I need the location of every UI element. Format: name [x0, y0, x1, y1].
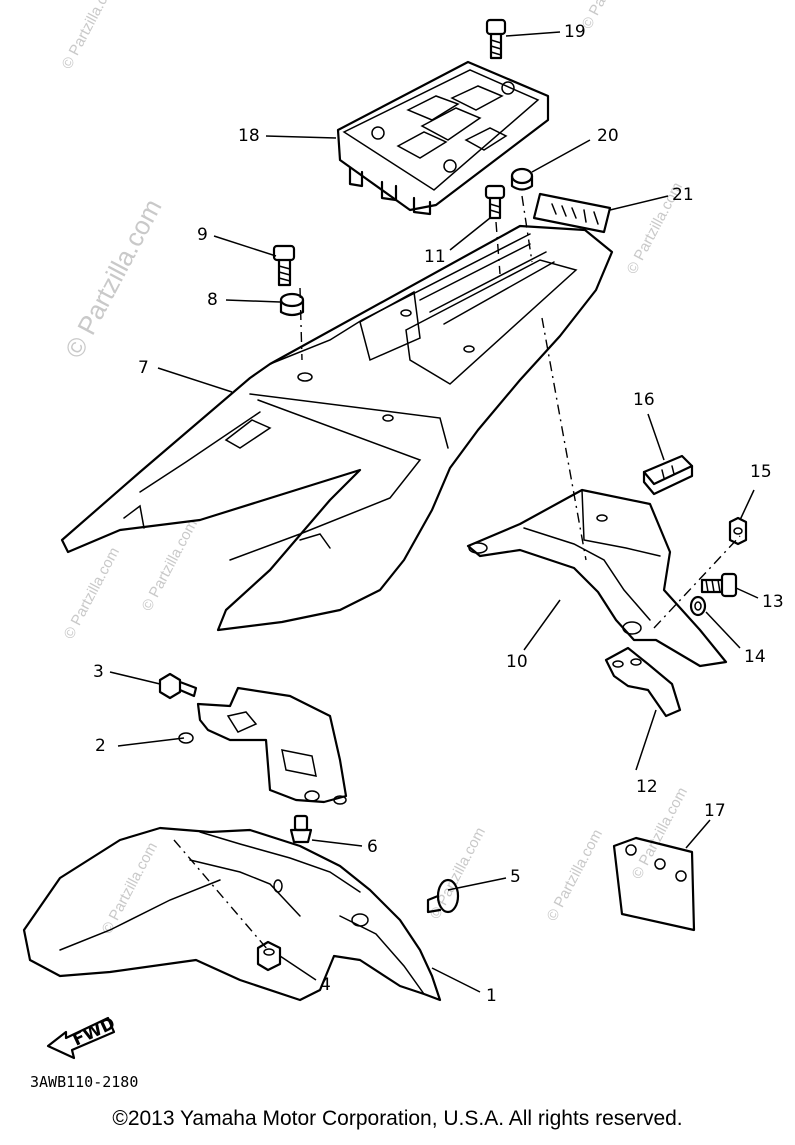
part-4-nut	[256, 940, 282, 972]
part-15-nut	[728, 516, 748, 546]
callout-13: 13	[762, 592, 784, 612]
callout-18: 18	[238, 126, 260, 146]
part-2-fender-bracket	[178, 686, 348, 805]
callout-21: 21	[672, 185, 694, 205]
callout-7: 7	[138, 358, 149, 378]
callout-17: 17	[704, 801, 726, 821]
part-13-bolt	[700, 572, 738, 598]
callout-8: 8	[207, 290, 218, 310]
watermark-top: © Partzilla.com	[59, 0, 121, 72]
part-6-bolt	[289, 814, 313, 844]
watermark-top-right: © Partzilla.com	[579, 0, 641, 32]
part-3-bolt	[158, 672, 198, 700]
part-8-collar	[279, 292, 305, 317]
part-21-emblem	[532, 192, 612, 234]
part-9-bolt	[272, 244, 296, 287]
part-1-front-fender	[22, 826, 442, 1002]
callout-10: 10	[506, 652, 528, 672]
watermark-lower-right: © Partzilla.com	[544, 827, 606, 924]
callout-2: 2	[95, 736, 106, 756]
callout-5: 5	[510, 867, 521, 887]
part-20-grommet	[510, 167, 534, 191]
watermark-bottom-right: © Partzilla.com	[427, 825, 489, 922]
fwd-arrow: FWD	[46, 1014, 119, 1060]
part-10-license-bracket	[466, 488, 728, 668]
callout-19: 19	[564, 22, 586, 42]
alignment-lines	[173, 195, 741, 951]
callout-4: 4	[320, 975, 331, 995]
watermark-mid-left: © Partzilla.com	[61, 545, 123, 642]
part-14-washer	[689, 595, 707, 617]
part-7-rear-fender	[60, 224, 614, 632]
fwd-label: FWD	[70, 1014, 119, 1051]
part-16-reflector	[642, 454, 694, 496]
watermark-mid: © Partzilla.com	[139, 517, 201, 614]
callout-14: 14	[744, 647, 766, 667]
callout-16: 16	[633, 390, 655, 410]
part-17-plate	[612, 836, 696, 932]
callout-1: 1	[486, 986, 497, 1006]
part-18-rear-carrier	[336, 60, 550, 216]
callout-12: 12	[636, 777, 658, 797]
callout-15: 15	[750, 462, 772, 482]
callout-11: 11	[424, 247, 446, 267]
part-19-bolt	[485, 18, 507, 60]
callout-9: 9	[197, 225, 208, 245]
part-5-bolt	[426, 878, 460, 914]
diagram-code: 3AWB110-2180	[30, 1073, 138, 1091]
callout-3: 3	[93, 662, 104, 682]
leader-lines	[109, 31, 759, 993]
callout-20: 20	[597, 126, 619, 146]
watermark-bottom-left: © Partzilla.com	[99, 840, 161, 937]
copyright-notice: ©2013 Yamaha Motor Corporation, U.S.A. A…	[112, 1107, 683, 1130]
watermark-large: © Partzilla.com	[59, 194, 168, 363]
callout-6: 6	[367, 837, 378, 857]
callout-labels: 19 18 20 21 11 9 8 7 16 15 13 14 10 12 3…	[93, 22, 784, 1006]
watermark-lower: © Partzilla.com	[629, 785, 691, 882]
part-12-bracket	[604, 646, 682, 718]
part-11-bolt	[484, 184, 506, 220]
